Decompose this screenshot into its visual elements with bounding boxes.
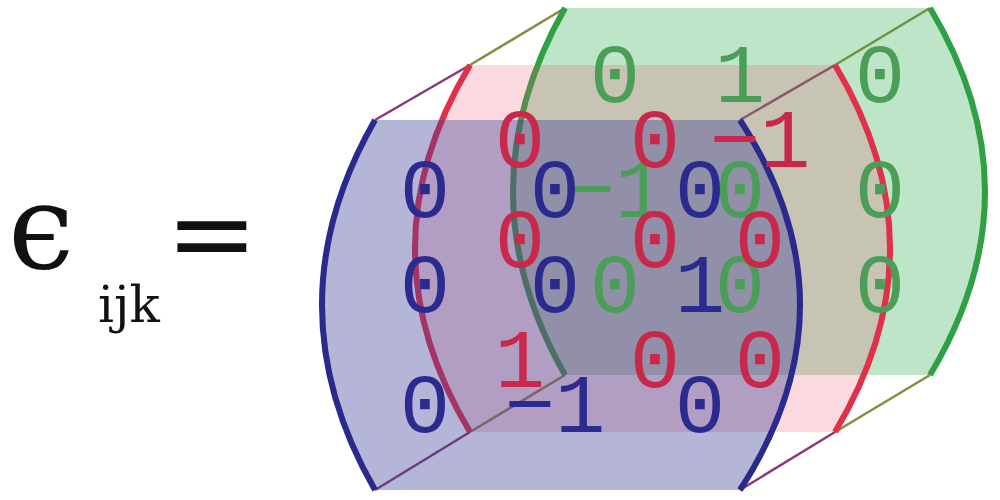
matrix-entry: 0 <box>630 103 680 187</box>
matrix-entry: 0 <box>675 153 725 237</box>
slab-fill <box>322 120 800 490</box>
matrix-entry: 0 <box>735 203 785 287</box>
matrix-entry: −1 <box>505 368 606 452</box>
matrix-entry: 0 <box>630 323 680 407</box>
matrix-entry: 0 <box>530 153 580 237</box>
matrix-entry: 0 <box>530 248 580 332</box>
index-subscript: ijk <box>98 280 160 330</box>
left-bracket <box>322 120 375 490</box>
right-bracket <box>930 8 985 375</box>
matrix-entry: 0 <box>400 368 450 452</box>
equals-sign: = <box>166 178 258 288</box>
matrix-entry: 0 <box>855 153 905 237</box>
matrix-entry: 1 <box>675 248 725 332</box>
matrix-entry: 0 <box>675 368 725 452</box>
matrix-entry: 0 <box>400 248 450 332</box>
epsilon-symbol: ϵ <box>8 168 74 286</box>
matrix-entry: 0 <box>855 248 905 332</box>
matrix-entry: 0 <box>735 323 785 407</box>
matrix-entry: 0 <box>630 203 680 287</box>
right-bracket <box>740 120 800 490</box>
matrix-entry: 0 <box>400 153 450 237</box>
right-bracket <box>835 65 890 432</box>
matrix-entry: 0 <box>855 38 905 122</box>
